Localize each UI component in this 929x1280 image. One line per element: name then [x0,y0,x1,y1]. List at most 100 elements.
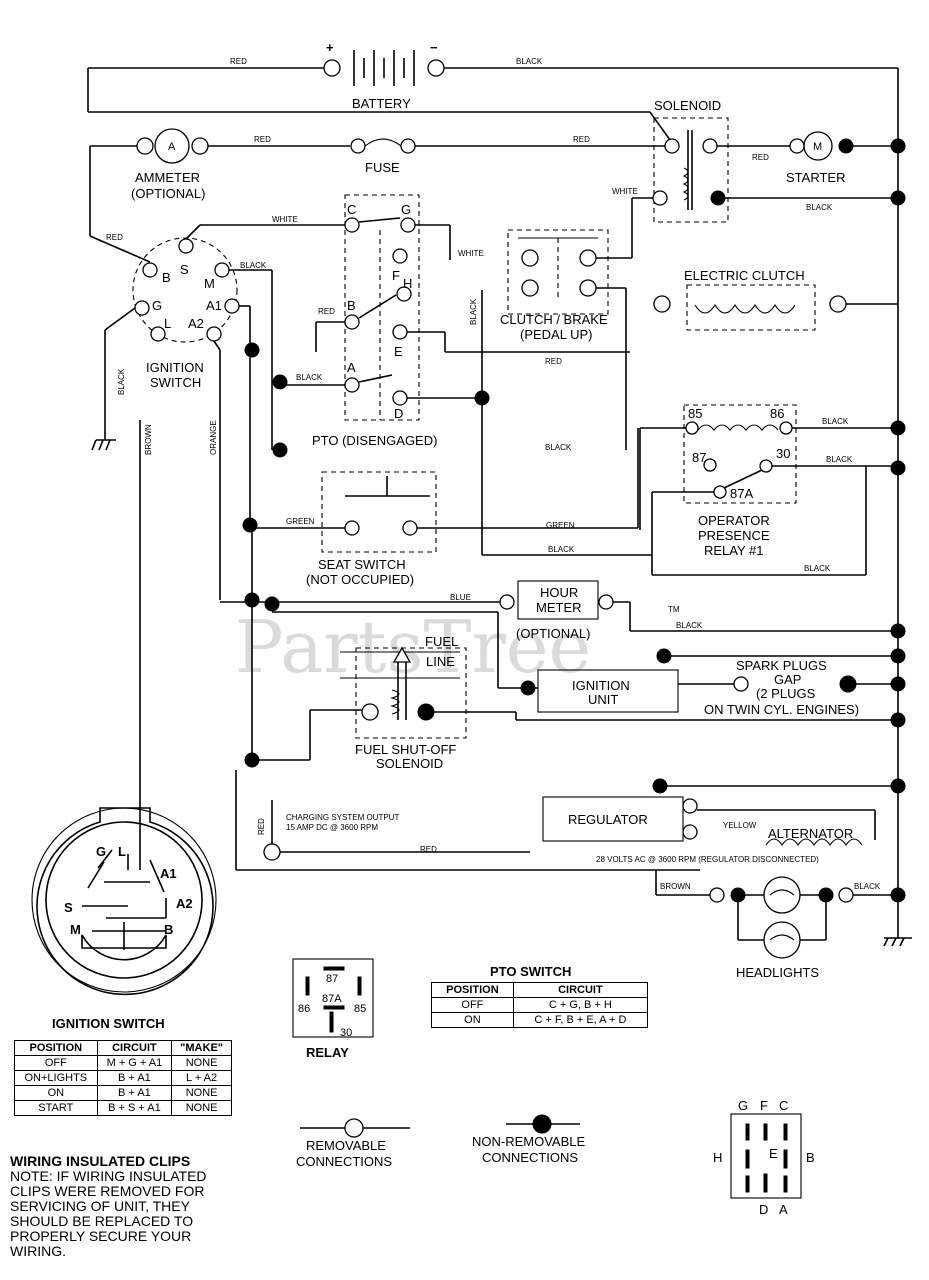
wire-label-black-hl: BLACK [854,882,881,891]
pto-term-b: B [347,298,356,313]
ign-face-g: G [96,844,106,859]
ammeter-optional: (OPTIONAL) [131,186,205,201]
relay-title: RELAY [306,1045,349,1060]
ignition-switch-face: G L A1 S A2 M B [31,807,217,996]
legend-nonremovable-1: NON-REMOVABLE [472,1134,585,1149]
table-cell: ON+LIGHTS [14,1070,98,1086]
wire-label-red-sol: RED [573,135,590,144]
opr-label-3: RELAY #1 [704,543,764,558]
wire-label-brown-hl: BROWN [660,882,691,891]
pto-term-c: C [347,202,356,217]
hour-meter-label-1: HOUR [540,585,578,600]
ign-face-l: L [118,844,126,859]
starter-label: STARTER [786,170,845,185]
pto-label: PTO (DISENGAGED) [312,433,437,448]
wire-label-red-pto: RED [318,307,335,316]
ign-table-header: "MAKE" [171,1040,232,1056]
table-cell: OFF [14,1055,98,1071]
table-row: ON B + A1 NONE [14,1085,232,1101]
table-row: OFF M + G + A1 NONE [14,1055,232,1071]
ign-term-a1: A1 [206,298,222,313]
ign-table-title: IGNITION SWITCH [52,1016,165,1031]
ignition-switch-table: POSITION CIRCUIT "MAKE" OFF M + G + A1 N… [14,1040,232,1116]
table-cell: M + G + A1 [96,1055,173,1071]
fuel-shutoff-label-2: SOLENOID [376,756,443,771]
regulator: REGULATOR YELLOW ALTERNATOR 28 VOLTS AC … [542,778,906,864]
wire-label-yellow: YELLOW [723,821,757,830]
relay-pin-87: 87 [326,973,338,985]
wire-label-orange: ORANGE [209,420,218,455]
table-cell: ON [431,1012,514,1028]
wire-label-black: BLACK [516,57,543,66]
ign-term-a2: A2 [188,316,204,331]
wire-label-black-vert: BLACK [469,298,478,325]
wire-label-green: GREEN [286,517,315,526]
ign-face-a2: A2 [176,896,193,911]
pto-plug-f: F [760,1098,768,1113]
pto-plug-c: C [779,1098,788,1113]
spark-label-4: ON TWIN CYL. ENGINES) [704,702,859,717]
relay-term-30: 30 [776,446,790,461]
trademark: TM [668,605,680,614]
pto-switch-table: POSITION CIRCUIT OFF C + G, B + H ON C +… [431,982,649,1028]
battery-label: BATTERY [352,96,411,111]
alternator-label: ALTERNATOR [768,826,853,841]
ign-face-a1: A1 [160,866,177,881]
battery-plus: + [326,40,334,55]
fuel-shutoff-label-1: FUEL SHUT-OFF [355,742,456,757]
pto-switch: C G F H B E A D PTO (DISENGAGED) RED BLA… [280,194,630,555]
solenoid-label: SOLENOID [654,98,721,113]
seat-switch-label-1: SEAT SWITCH [318,557,406,572]
table-cell: C + F, B + E, A + D [512,1012,649,1028]
wire-label-red-charge-v: RED [257,818,266,835]
alternator-note: 28 VOLTS AC @ 3600 RPM (REGULATOR DISCON… [596,855,819,864]
electric-clutch: ELECTRIC CLUTCH [653,268,898,331]
ign-label-1: IGNITION [146,360,204,375]
wire-label-red: RED [230,57,247,66]
hour-meter: HOUR METER (OPTIONAL) BLUE BLACK [220,580,906,641]
relay-term-86: 86 [770,406,784,421]
table-row: OFF C + G, B + H [431,997,649,1013]
ignition-unit: IGNITION UNIT SPARK PLUGS GAP (2 PLUGS O… [272,611,906,717]
charging-output: RED RED CHARGING SYSTEM OUTPUT 15 AMP DC… [235,770,700,871]
pto-term-d: D [394,406,403,421]
battery-minus: − [430,40,438,55]
legend: REMOVABLE CONNECTIONS NON-REMOVABLE CONN… [296,1114,585,1169]
table-cell: C + G, B + H [512,997,649,1013]
wire-label-green-2: GREEN [546,521,575,530]
fuel-shutoff-solenoid: FUEL LINE FUEL SHUT-OFF SOLENOID [340,634,906,771]
wire-label-black-hm: BLACK [676,621,703,630]
pto-plug-h: H [713,1150,722,1165]
pto-term-a: A [347,360,356,375]
wire-label-blue: BLUE [450,593,471,602]
note-line: SHOULD BE REPLACED TO [10,1213,194,1229]
fuse-label: FUSE [365,160,400,175]
ign-label-2: SWITCH [150,375,201,390]
starter-symbol: M [813,141,822,153]
relay-pin-85: 85 [354,1003,366,1015]
wire-label-red-fuse: RED [254,135,271,144]
ignition-unit-label-2: UNIT [588,692,618,707]
ign-term-m: M [204,276,215,291]
ign-table-header: POSITION [14,1040,98,1056]
starter: M STARTER RED BLACK [717,131,906,212]
solenoid: SOLENOID [652,98,729,223]
clutch-brake-label-2: (PEDAL UP) [520,327,592,342]
pto-term-e: E [394,344,403,359]
note-line: PROPERLY SECURE YOUR [10,1228,192,1244]
clutch-brake-switch: CLUTCH / BRAKE (PEDAL UP) WHITE [500,187,653,450]
regulator-label: REGULATOR [568,812,648,827]
ignition-unit-label-1: IGNITION [572,678,630,693]
pto-plug-g: G [738,1098,748,1113]
relay-pin-30: 30 [340,1027,352,1039]
pto-plug-a: A [779,1202,788,1217]
ign-term-b: B [162,270,171,285]
table-cell: START [14,1100,98,1116]
opr-label-1: OPERATOR [698,513,770,528]
relay-pinout: 87 87A 86 85 30 RELAY [292,958,374,1060]
fuse: FUSE RED [350,135,665,175]
ign-term-g: G [152,298,162,313]
table-cell: NONE [171,1100,232,1116]
wire-label-black-pto: BLACK [296,373,323,382]
